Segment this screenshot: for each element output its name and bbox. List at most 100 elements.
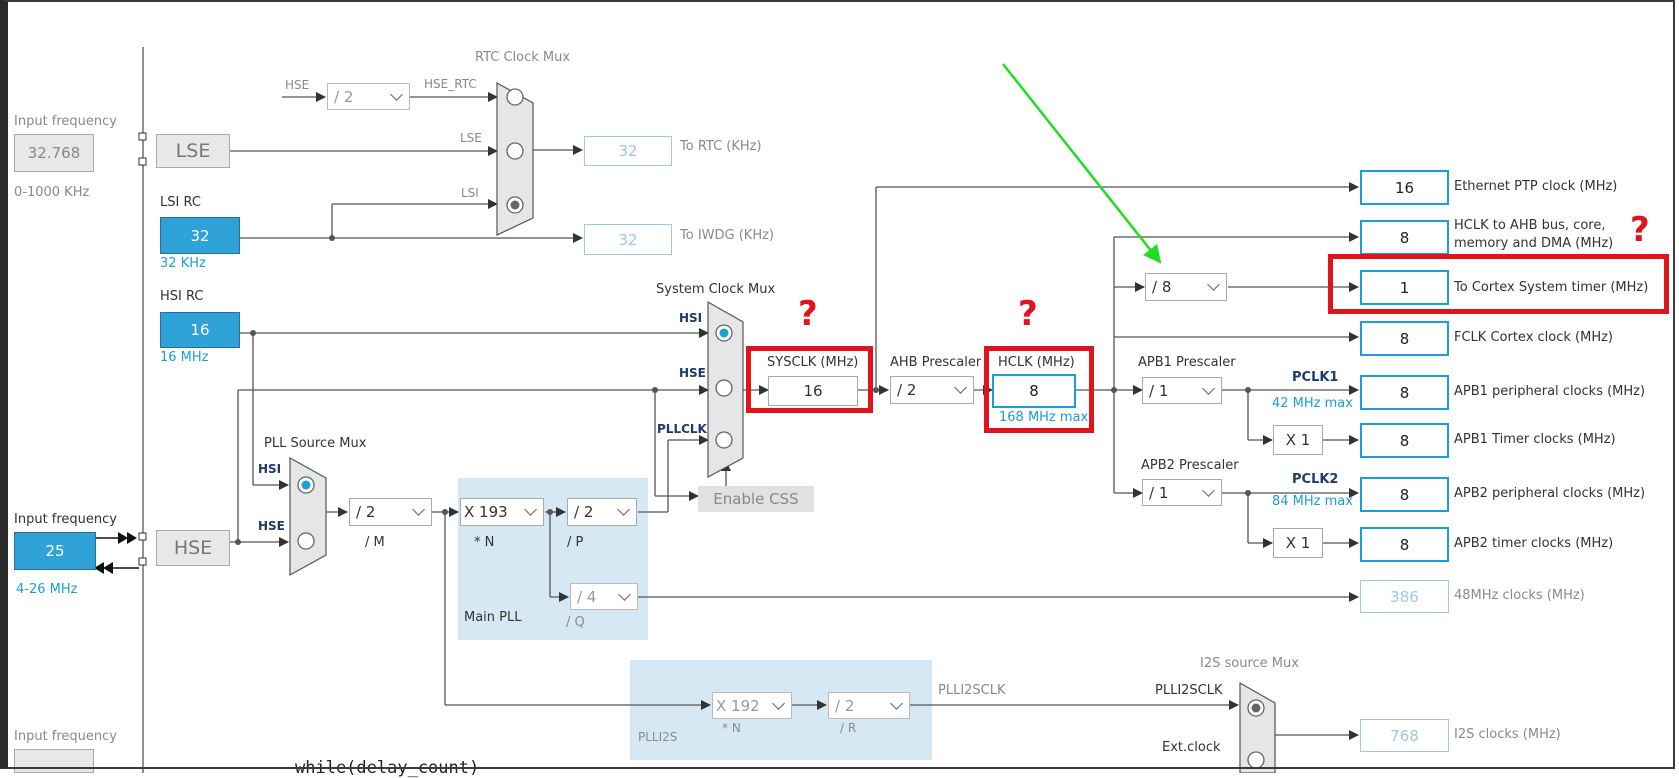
pclk2-label: PCLK2 bbox=[1292, 472, 1339, 487]
i2s-mux-plli2sclk-label: PLLI2SCLK bbox=[1155, 683, 1223, 698]
ethernet-ptp-output: 16 bbox=[1360, 170, 1449, 205]
apb2-prescaler-select[interactable]: / 1 bbox=[1142, 479, 1222, 506]
plli2s-name-label: PLLI2S bbox=[638, 730, 678, 744]
i2s-source-mux-title: I2S source Mux bbox=[1200, 656, 1299, 671]
i2s-mux-ext-clock-label: Ext.clock bbox=[1162, 740, 1221, 755]
rtc-output-label: To RTC (KHz) bbox=[680, 139, 762, 154]
pll-p-label: / P bbox=[567, 535, 584, 550]
rtc-lsi-label: LSI bbox=[461, 186, 479, 200]
hsi-freq-label: 16 MHz bbox=[160, 350, 209, 365]
plli2s-r-divider-select[interactable]: / 2 bbox=[828, 692, 910, 719]
i2s-clocks-label: I2S clocks (MHz) bbox=[1454, 727, 1561, 742]
usb-48mhz-output: 386 bbox=[1360, 580, 1449, 613]
rtc-hse-label: HSE bbox=[285, 78, 310, 92]
chevron-down-icon bbox=[524, 503, 537, 516]
lsi-value-box: 32 bbox=[160, 217, 240, 254]
lse-source-box: LSE bbox=[156, 134, 230, 168]
chevron-down-icon bbox=[412, 503, 425, 516]
hse-input-caption: Input frequency bbox=[14, 512, 117, 527]
apb1-prescaler-select[interactable]: / 1 bbox=[1142, 377, 1222, 404]
plli2s-n-label: * N bbox=[722, 721, 741, 735]
sysmux-pllclk-label: PLLCLK bbox=[657, 422, 707, 436]
chevron-down-icon bbox=[1202, 483, 1215, 497]
apb1-peripheral-output: 8 bbox=[1360, 375, 1449, 410]
hclk-highlight-box bbox=[984, 346, 1094, 433]
apb2-timer-multiplier: X 1 bbox=[1273, 528, 1323, 558]
cortex-system-timer-label: To Cortex System timer (MHz) bbox=[1454, 280, 1649, 295]
apb1-peripheral-label: APB1 peripheral clocks (MHz) bbox=[1454, 384, 1646, 399]
lse-range-label: 0-1000 KHz bbox=[14, 185, 90, 200]
pll-q-divider-select[interactable]: / 4 bbox=[570, 583, 638, 610]
chevron-down-icon bbox=[772, 696, 785, 710]
apb2-timer-output: 8 bbox=[1360, 527, 1449, 562]
ahb-prescaler-title: AHB Prescaler bbox=[890, 355, 982, 370]
plli2sclk-label: PLLI2SCLK bbox=[938, 683, 1006, 698]
iwdg-output-label: To IWDG (KHz) bbox=[680, 228, 774, 243]
pll-m-divider-select[interactable]: / 2 bbox=[349, 498, 432, 526]
usb-48mhz-label: 48MHz clocks (MHz) bbox=[1454, 588, 1585, 603]
ahb-prescaler-select[interactable]: / 2 bbox=[890, 376, 974, 404]
pll-p-divider-select[interactable]: / 2 bbox=[567, 498, 637, 526]
hclk-ahb-label-line1: HCLK to AHB bus, core, bbox=[1454, 218, 1606, 233]
hclk-input-field[interactable]: 8 bbox=[992, 374, 1076, 408]
system-clock-mux-title: System Clock Mux bbox=[656, 282, 776, 297]
apb1-timer-output: 8 bbox=[1360, 423, 1449, 458]
i2s-clocks-output: 768 bbox=[1360, 719, 1449, 752]
i2s-ext-input-caption: Input frequency bbox=[14, 729, 117, 744]
lsi-freq-label: 32 KHz bbox=[160, 256, 206, 271]
rtc-lse-label: LSE bbox=[460, 131, 482, 145]
chevron-down-icon bbox=[954, 381, 967, 394]
i2s-ext-input-field[interactable] bbox=[14, 749, 94, 773]
hclk-max-label: 168 MHz max bbox=[999, 410, 1089, 425]
hclk-ahb-output: 8 bbox=[1360, 220, 1449, 255]
apb2-prescaler-title: APB2 Prescaler bbox=[1141, 458, 1239, 473]
iwdg-output-box: 32 bbox=[584, 224, 672, 255]
enable-css-button[interactable]: Enable CSS bbox=[698, 486, 814, 512]
apb1-prescaler-title: APB1 Prescaler bbox=[1138, 355, 1236, 370]
hse-range-label: 4-26 MHz bbox=[16, 582, 78, 597]
plli2s-r-label: / R bbox=[840, 721, 857, 735]
chevron-down-icon bbox=[617, 503, 630, 516]
main-pll-label: Main PLL bbox=[464, 610, 522, 625]
sysclk-title: SYSCLK (MHz) bbox=[767, 355, 859, 370]
chevron-down-icon bbox=[390, 87, 403, 101]
background-code-snippet: while(delay_count) bbox=[295, 758, 480, 778]
ethernet-ptp-label: Ethernet PTP clock (MHz) bbox=[1454, 179, 1618, 194]
pll-mux-hsi-label: HSI bbox=[258, 462, 282, 476]
hclk-ahb-question-mark: ? bbox=[1630, 210, 1650, 250]
rtc-hse-divider-select[interactable]: / 2 bbox=[327, 83, 410, 110]
chevron-down-icon bbox=[890, 696, 903, 710]
pll-q-label: / Q bbox=[566, 615, 585, 630]
sysclk-question-mark: ? bbox=[798, 294, 818, 334]
fclk-cortex-label: FCLK Cortex clock (MHz) bbox=[1454, 330, 1614, 345]
pclk1-max-label: 42 MHz max bbox=[1272, 396, 1353, 411]
pll-source-mux-title: PLL Source Mux bbox=[264, 436, 367, 451]
chevron-down-icon bbox=[1202, 381, 1215, 395]
cortex-timer-divider-select[interactable]: / 8 bbox=[1145, 273, 1227, 301]
hclk-title: HCLK (MHz) bbox=[998, 355, 1075, 370]
chevron-down-icon bbox=[1207, 278, 1220, 291]
plli2s-n-multiplier-select[interactable]: X 192 bbox=[712, 692, 792, 719]
hclk-question-mark: ? bbox=[1018, 294, 1038, 334]
apb2-timer-label: APB2 timer clocks (MHz) bbox=[1454, 536, 1614, 551]
hse-input-field[interactable]: 25 bbox=[14, 532, 96, 570]
cortex-timer-highlight-box bbox=[1328, 254, 1669, 314]
pclk2-max-label: 84 MHz max bbox=[1272, 494, 1353, 509]
pll-m-label: / M bbox=[365, 535, 385, 550]
sysclk-value-box: 16 bbox=[768, 376, 858, 406]
lse-input-caption: Input frequency bbox=[14, 114, 117, 129]
pll-n-multiplier-select[interactable]: X 193 bbox=[460, 498, 544, 526]
sysmux-hsi-label: HSI bbox=[679, 311, 703, 325]
apb1-timer-label: APB1 Timer clocks (MHz) bbox=[1454, 432, 1616, 447]
sysmux-hse-label: HSE bbox=[679, 366, 706, 380]
lse-input-field[interactable]: 32.768 bbox=[14, 134, 94, 172]
rtc-mux-title: RTC Clock Mux bbox=[475, 50, 571, 65]
chevron-down-icon bbox=[618, 587, 631, 601]
sysclk-highlight-box bbox=[746, 346, 873, 413]
pll-source-mux-shape bbox=[289, 456, 327, 577]
rtc-output-box: 32 bbox=[584, 136, 672, 166]
apb2-peripheral-label: APB2 peripheral clocks (MHz) bbox=[1454, 486, 1646, 501]
pll-mux-hse-label: HSE bbox=[258, 519, 285, 533]
hsi-value-box: 16 bbox=[160, 312, 240, 348]
